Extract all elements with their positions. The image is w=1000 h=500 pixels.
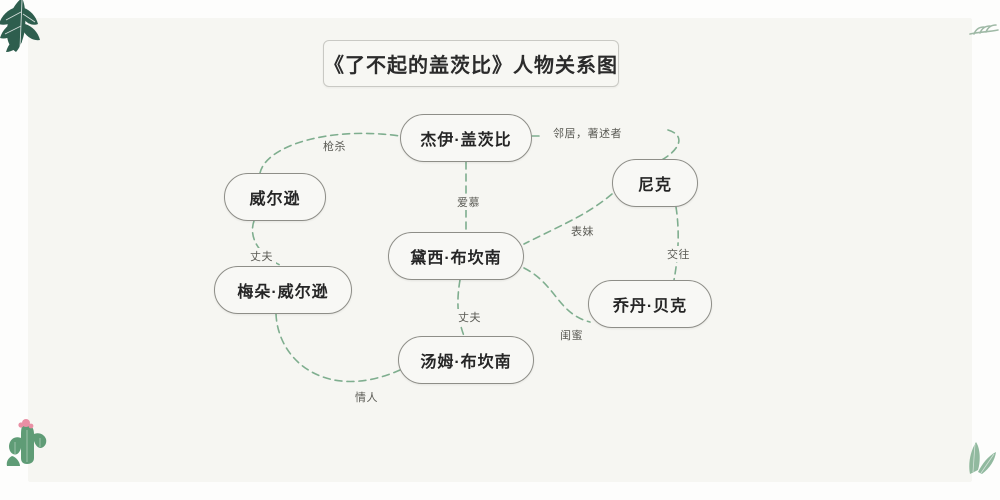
edge-nick-jordan [673,206,679,281]
edge-label-bestie: 闺蜜 [557,327,586,343]
node-jordan[interactable]: 乔丹·贝克 [588,280,712,328]
edge-label-husband-2: 丈夫 [455,309,484,325]
node-label-gatsby: 杰伊·盖茨比 [420,132,512,149]
node-myrtle[interactable]: 梅朵·威尔逊 [214,266,352,314]
edge-myrtle-tom [275,313,401,383]
node-label-nick: 尼克 [637,177,672,194]
node-label-jordan: 乔丹·贝克 [612,298,688,315]
edge-label-neighbor: 邻居，著述者 [550,125,625,141]
node-tom[interactable]: 汤姆·布坎南 [398,336,534,384]
node-label-daisy: 黛西·布坎南 [410,250,502,267]
edge-label-lover: 情人 [352,389,381,405]
edge-label-husband-1: 丈夫 [247,248,276,264]
diagram-title-box: 《了不起的盖茨比》人物关系图 [323,40,619,87]
edge-daisy-jordan [523,267,591,323]
edge-daisy-tom [457,279,465,337]
edge-label-cousin: 表妹 [568,223,597,239]
node-daisy[interactable]: 黛西·布坎南 [388,232,524,280]
node-label-wilson: 威尔逊 [249,191,301,208]
page-margin-left [0,0,28,500]
node-wilson[interactable]: 威尔逊 [224,173,326,221]
edge-label-dating: 交往 [664,246,693,262]
edge-label-shot: 枪杀 [320,138,349,154]
edge-label-admire: 爱慕 [454,194,483,210]
node-label-myrtle: 梅朵·威尔逊 [237,284,329,301]
node-nick[interactable]: 尼克 [612,159,698,207]
page-margin-right [972,0,1000,500]
page-title: 《了不起的盖茨比》人物关系图 [324,55,618,77]
page-margin-top [0,0,1000,18]
node-label-tom: 汤姆·布坎南 [420,354,512,371]
node-gatsby[interactable]: 杰伊·盖茨比 [400,114,532,162]
page-margin-bottom [0,482,1000,500]
diagram-canvas: 枪杀 邻居，著述者 爱慕 表妹 交往 丈夫 丈夫 闺蜜 情人 杰伊·盖茨比 威尔… [28,18,972,482]
